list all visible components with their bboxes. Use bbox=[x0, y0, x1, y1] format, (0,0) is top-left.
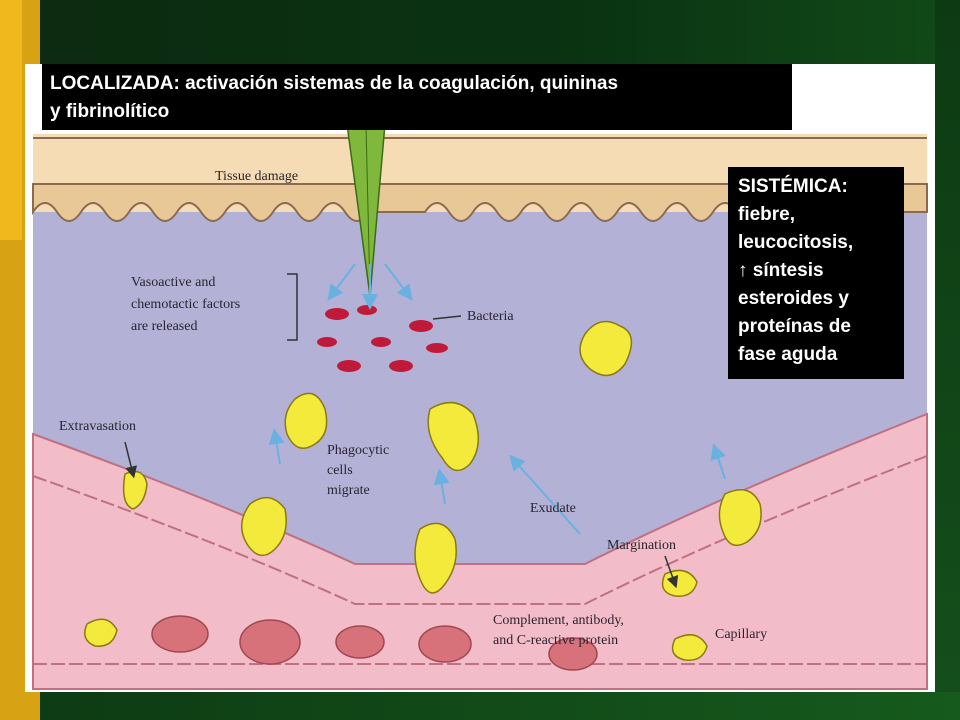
systemic-line-3: leucocitosis, bbox=[738, 232, 854, 253]
up-arrow-icon: ↑ bbox=[738, 260, 748, 281]
banner-localized: LOCALIZADA: activación sistemas de la co… bbox=[42, 64, 792, 130]
label-capillary: Capillary bbox=[715, 627, 767, 642]
systemic-box: SISTÉMICA: fiebre, leucocitosis, ↑ sínte… bbox=[728, 167, 904, 379]
phagocyte-cell bbox=[414, 522, 457, 594]
systemic-line-4: ↑ síntesis bbox=[738, 257, 894, 285]
phagocyte-cell bbox=[84, 618, 118, 647]
phagocyte-cell bbox=[284, 392, 328, 449]
banner-line-1: LOCALIZADA: activación sistemas de la co… bbox=[50, 73, 619, 94]
green-top-border bbox=[0, 0, 960, 64]
bacterium bbox=[357, 305, 377, 315]
bacteria-pointer bbox=[432, 315, 462, 320]
bacterium bbox=[426, 343, 448, 353]
label-exudate: Exudate bbox=[530, 501, 576, 516]
phagocyte-cell bbox=[427, 401, 479, 472]
inflammation-diagram: Tissue damage Vasoactive and chemotactic… bbox=[32, 123, 928, 690]
phagocyte-cell bbox=[241, 496, 287, 557]
label-extravasation: Extravasation bbox=[59, 419, 136, 434]
margination-pointer bbox=[664, 555, 679, 589]
gold-side-bar-highlight bbox=[0, 0, 22, 240]
capillary-inner-wall bbox=[32, 455, 928, 605]
label-vasoactive-1: Vasoactive and bbox=[131, 275, 215, 290]
bacterium bbox=[389, 360, 413, 372]
label-complement-1: Complement, antibody, bbox=[493, 613, 624, 628]
bacterium bbox=[371, 337, 391, 347]
green-right-border bbox=[935, 0, 960, 720]
systemic-synthesis: síntesis bbox=[752, 260, 824, 281]
extravasation-pointer bbox=[124, 441, 138, 479]
label-bacteria: Bacteria bbox=[467, 309, 514, 324]
bacterium bbox=[325, 308, 349, 320]
red-blood-cell bbox=[239, 619, 301, 665]
banner-line-2: y fibrinolítico bbox=[50, 101, 170, 122]
red-blood-cell bbox=[151, 615, 209, 653]
systemic-line-2: fiebre, bbox=[738, 204, 796, 225]
systemic-line-5: esteroides y bbox=[738, 288, 849, 309]
systemic-line-1: SISTÉMICA: bbox=[738, 176, 848, 197]
factor-arrows bbox=[268, 263, 726, 535]
label-complement-2: and C-reactive protein bbox=[493, 633, 618, 648]
label-tissue-damage: Tissue damage bbox=[215, 169, 298, 184]
systemic-line-7: fase aguda bbox=[738, 344, 838, 365]
systemic-line-6: proteínas de bbox=[738, 316, 851, 337]
label-phagocytic-1: Phagocytic bbox=[327, 443, 389, 458]
phagocyte-cell bbox=[122, 470, 148, 510]
red-blood-cell bbox=[548, 637, 598, 671]
red-blood-cells bbox=[151, 615, 598, 671]
label-margination: Margination bbox=[607, 538, 676, 553]
label-vasoactive-2: chemotactic factors bbox=[131, 297, 240, 312]
bacterium bbox=[337, 360, 361, 372]
green-bottom-border bbox=[0, 692, 960, 720]
capillary-vessel bbox=[32, 412, 928, 690]
phagocyte-cell bbox=[671, 634, 708, 661]
label-phagocytic-2: cells bbox=[327, 463, 353, 478]
label-phagocytic-3: migrate bbox=[327, 483, 370, 498]
phagocyte-cell bbox=[579, 320, 633, 377]
red-blood-cell bbox=[335, 625, 385, 659]
red-blood-cell bbox=[418, 625, 472, 663]
bacterium bbox=[409, 320, 433, 332]
label-vasoactive-3: are released bbox=[131, 319, 197, 334]
vasoactive-bracket bbox=[287, 273, 298, 341]
phagocyte-cell bbox=[718, 489, 762, 547]
bacterium bbox=[317, 337, 337, 347]
phagocyte-cell bbox=[661, 569, 698, 597]
